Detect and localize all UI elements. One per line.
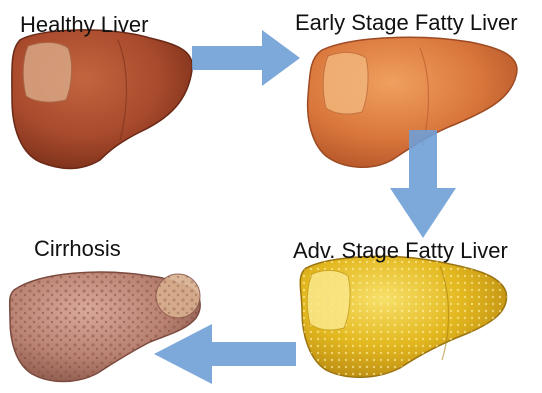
left-arrow — [154, 324, 296, 384]
advanced-stage-fatty-liver-image — [300, 256, 506, 377]
healthy-liver-label: Healthy Liver — [20, 14, 148, 36]
right-arrow — [192, 30, 300, 86]
cirrhosis-label: Cirrhosis — [34, 238, 121, 260]
healthy-liver-image — [12, 30, 192, 169]
early-stage-fatty-liver-label: Early Stage Fatty Liver — [295, 12, 518, 34]
advanced-stage-fatty-liver-label: Adv. Stage Fatty Liver — [293, 240, 508, 262]
cirrhosis-liver-image — [10, 272, 200, 381]
